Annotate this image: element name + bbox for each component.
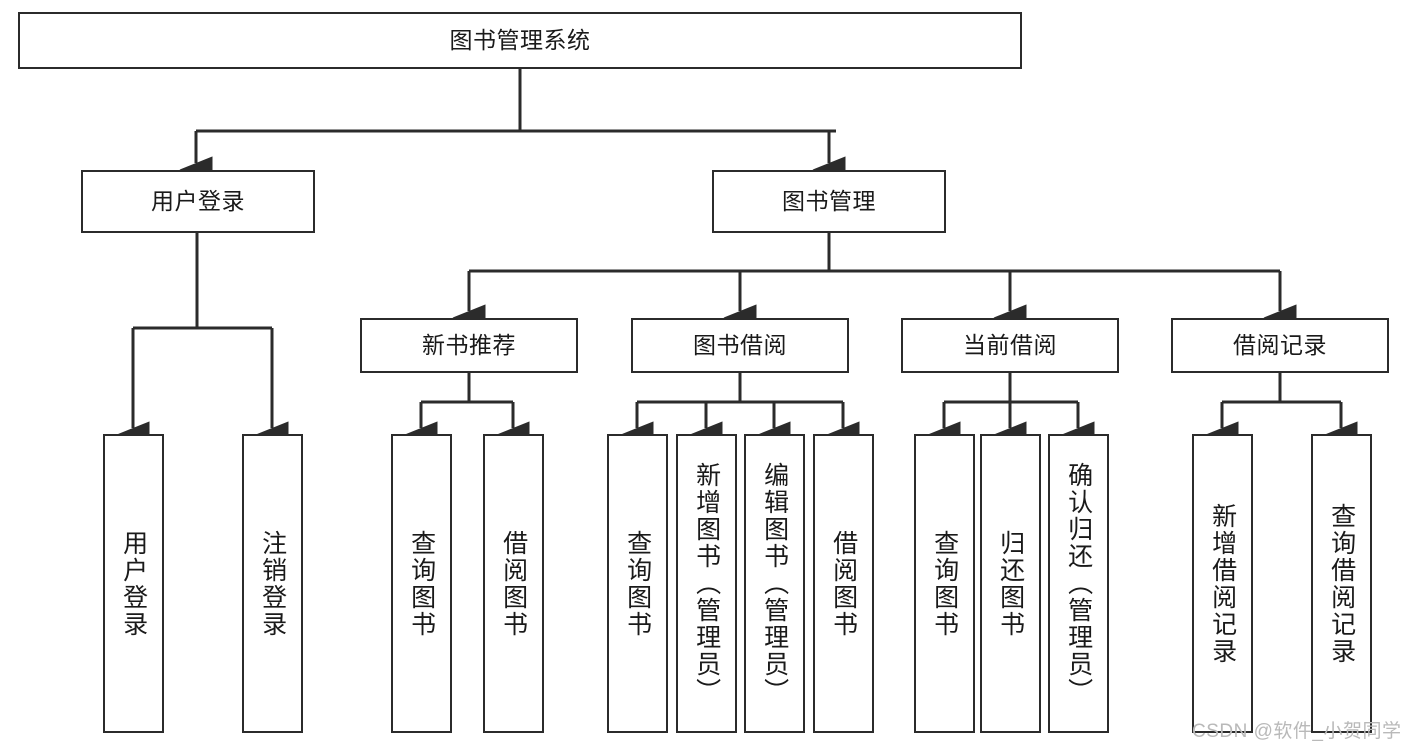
node-leaf-user-login[interactable]: 用户登录: [103, 434, 164, 733]
node-book-management[interactable]: 图书管理: [712, 170, 946, 233]
node-label: 借阅图书: [499, 529, 528, 638]
node-label: 当前借阅: [963, 331, 1057, 358]
node-label: 编辑图书（管理员）: [760, 462, 789, 705]
node-leaf-add-book-admin[interactable]: 新增图书（管理员）: [676, 434, 737, 733]
node-label: 图书管理系统: [449, 26, 591, 53]
node-root-book-management-system[interactable]: 图书管理系统: [18, 12, 1022, 69]
node-label: 查询图书: [407, 529, 436, 638]
node-leaf-add-borrow-record[interactable]: 新增借阅记录: [1192, 434, 1253, 733]
node-label: 新增借阅记录: [1208, 502, 1237, 665]
node-new-book-recommend[interactable]: 新书推荐: [360, 318, 578, 373]
node-leaf-edit-book-admin[interactable]: 编辑图书（管理员）: [744, 434, 805, 733]
node-label: 借阅记录: [1233, 331, 1327, 358]
node-leaf-borrow-book[interactable]: 借阅图书: [813, 434, 874, 733]
node-leaf-query-borrow-record[interactable]: 查询借阅记录: [1311, 434, 1372, 733]
node-label: 确认归还（管理员）: [1064, 462, 1093, 705]
node-label: 用户登录: [151, 187, 245, 214]
node-label: 查询图书: [930, 529, 959, 638]
node-user-login[interactable]: 用户登录: [81, 170, 315, 233]
node-leaf-logout[interactable]: 注销登录: [242, 434, 303, 733]
node-label: 新书推荐: [422, 331, 516, 358]
node-label: 归还图书: [996, 529, 1025, 638]
node-leaf-return-book[interactable]: 归还图书: [980, 434, 1041, 733]
node-label: 注销登录: [258, 529, 287, 638]
node-label: 查询图书: [623, 529, 652, 638]
node-leaf-query-book-current[interactable]: 查询图书: [914, 434, 975, 733]
node-label: 图书管理: [782, 187, 876, 214]
watermark: CSDN @软件_小贺同学: [1192, 721, 1402, 742]
node-label: 图书借阅: [693, 331, 787, 358]
node-book-borrow[interactable]: 图书借阅: [631, 318, 849, 373]
node-label: 借阅图书: [829, 529, 858, 638]
node-leaf-query-book-recommend[interactable]: 查询图书: [391, 434, 452, 733]
node-leaf-query-book-borrow[interactable]: 查询图书: [607, 434, 668, 733]
node-leaf-borrow-book-recommend[interactable]: 借阅图书: [483, 434, 544, 733]
node-label: 查询借阅记录: [1327, 502, 1356, 665]
node-current-borrow[interactable]: 当前借阅: [901, 318, 1119, 373]
node-label: 用户登录: [119, 529, 148, 638]
node-borrow-record[interactable]: 借阅记录: [1171, 318, 1389, 373]
node-label: 新增图书（管理员）: [692, 462, 721, 705]
node-leaf-confirm-return-admin[interactable]: 确认归还（管理员）: [1048, 434, 1109, 733]
